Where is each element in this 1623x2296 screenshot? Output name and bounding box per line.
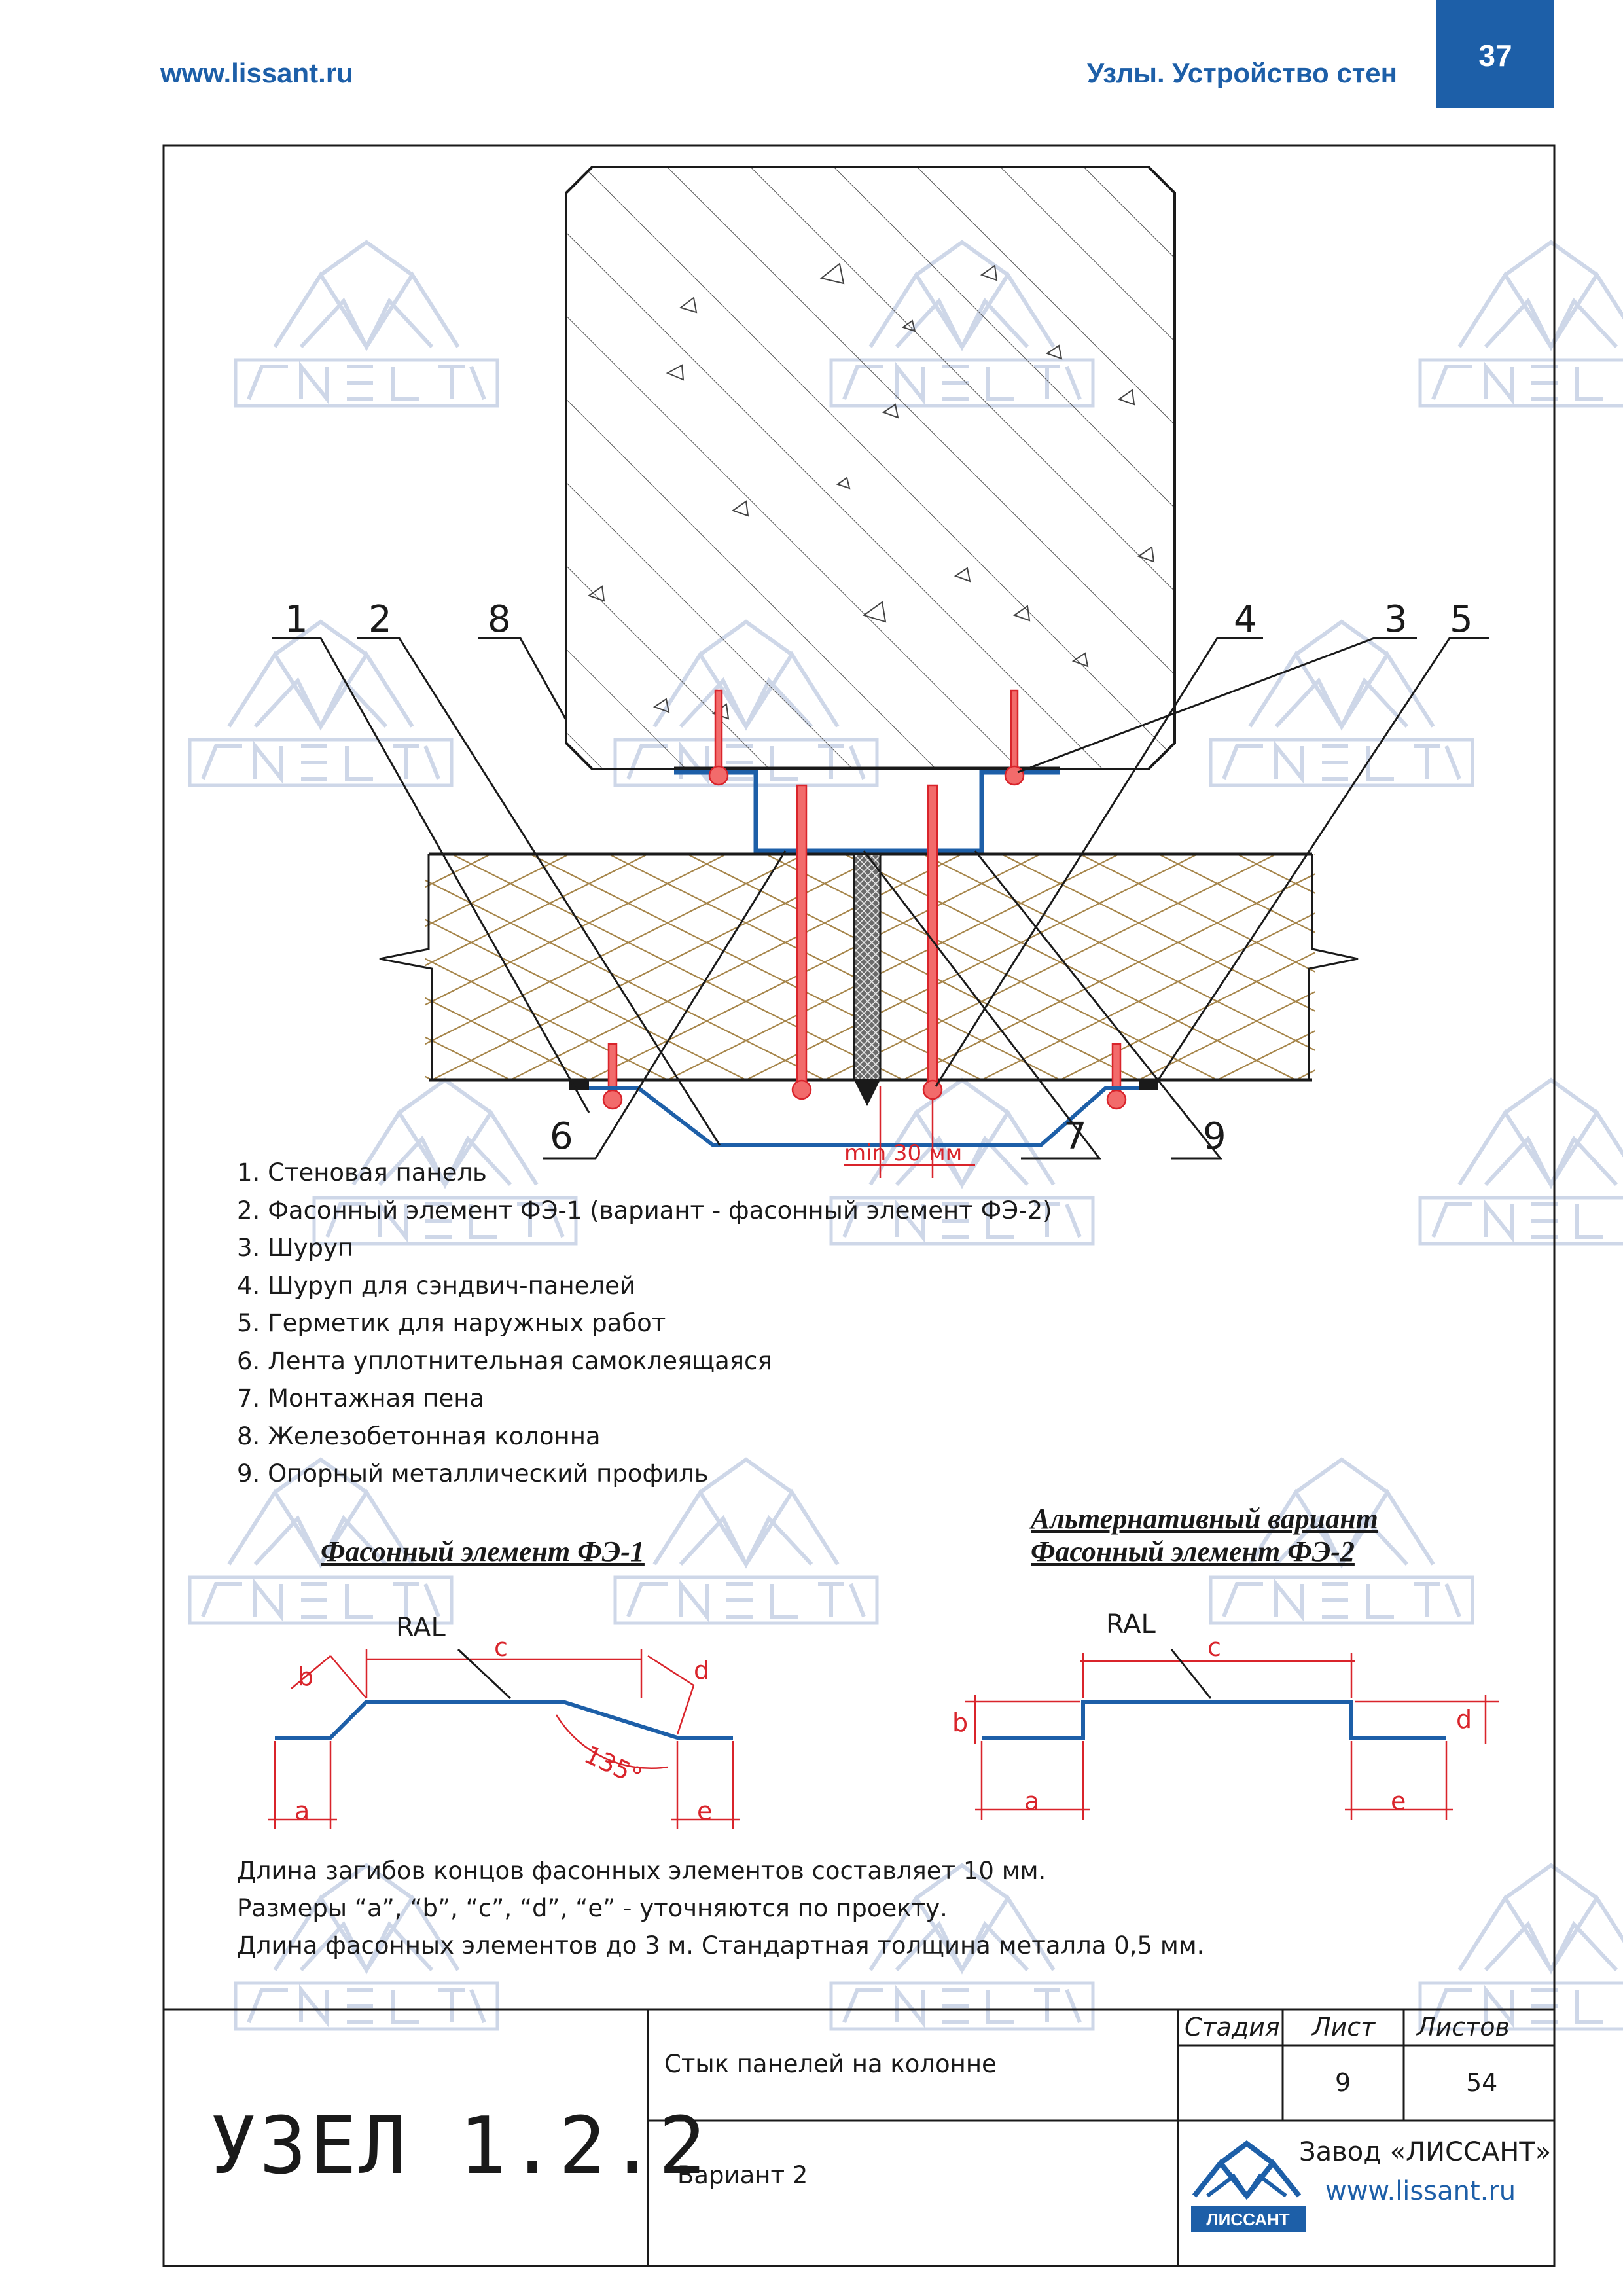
legend-item: 7. Монтажная пена — [237, 1384, 485, 1412]
sheet-frame — [162, 144, 1556, 2267]
support-profile — [674, 770, 1060, 853]
legend-item: 6. Лента уплотнительная самоклеящаяся — [237, 1346, 772, 1375]
notes: Длина загибов концов фасонных элементов … — [237, 1852, 1204, 1964]
fe2-title-line1: Альтернативный вариант — [1031, 1503, 1378, 1535]
leader-lines — [272, 637, 1489, 1160]
site-url[interactable]: www.lissant.ru — [160, 58, 353, 88]
callout-2: 2 — [368, 598, 392, 641]
note-line: Размеры “a”, “b”, “c”, “d”, “e” - уточня… — [237, 1894, 948, 1922]
stage-label: Стадия — [1185, 2013, 1280, 2041]
sheet-value: 9 — [1335, 2068, 1351, 2097]
title-block — [164, 2008, 1554, 2266]
callout-6: 6 — [550, 1115, 573, 1158]
callout-4: 4 — [1234, 598, 1257, 641]
callout-5: 5 — [1450, 598, 1473, 641]
section-title: Узлы. Устройство стен — [1087, 58, 1397, 88]
callout-1: 1 — [285, 598, 308, 641]
fe2-dim-b: b — [952, 1708, 968, 1737]
sheets-value: 54 — [1466, 2068, 1498, 2097]
company-site[interactable]: www.lissant.ru — [1325, 2176, 1516, 2206]
variant-label: Вариант 2 — [677, 2161, 808, 2189]
fe1-title: Фасонный элемент ФЭ-1 — [321, 1535, 645, 1568]
min-dimension — [844, 1086, 975, 1178]
callout-numbers: 1 2 8 4 3 5 6 7 9 — [285, 598, 1473, 1158]
fe2-title-line2: Фасонный элемент ФЭ-2 — [1031, 1535, 1355, 1568]
flashing-fe1 — [576, 1086, 1158, 1147]
concrete-column — [565, 166, 1176, 770]
callout-3: 3 — [1384, 598, 1408, 641]
logo-text: ЛИССАНТ — [1206, 2210, 1289, 2229]
fe1-dim-e: e — [697, 1797, 712, 1825]
screws — [602, 689, 1127, 1110]
page-number: 37 — [1436, 0, 1554, 108]
legend-item: 8. Железобетонная колонна — [237, 1422, 601, 1450]
legend-item: 5. Герметик для наружных работ — [237, 1309, 666, 1337]
fe1-dim-d: d — [694, 1656, 709, 1685]
legend-item: 2. Фасонный элемент ФЭ-1 (вариант - фасо… — [237, 1196, 1052, 1225]
fe1-angle: 135° — [580, 1740, 647, 1791]
legend-item: 4. Шуруп для сэндвич-панелей — [237, 1271, 635, 1300]
note-line: Длина загибов концов фасонных элементов … — [237, 1857, 1046, 1885]
fe1-profile — [268, 1648, 740, 1829]
fe2-dim-e: e — [1391, 1787, 1406, 1816]
legend-item: 9. Опорный металлический профиль — [237, 1460, 709, 1488]
legend-item: 3. Шуруп — [237, 1234, 354, 1262]
fe2-dim-d: d — [1456, 1705, 1472, 1734]
fe2-ral-label: RAL — [1106, 1609, 1156, 1640]
company-logo: ЛИССАНТ — [1191, 2140, 1306, 2232]
node-description: Стык панелей на колонне — [664, 2050, 997, 2078]
note-line: Длина фасонных элементов до 3 м. Стандар… — [237, 1931, 1205, 1960]
callout-7: 7 — [1063, 1115, 1087, 1158]
fe1-dim-a: a — [294, 1797, 310, 1825]
fe2-dim-a: a — [1024, 1787, 1039, 1816]
min-dimension-label: min 30 мм — [844, 1140, 962, 1166]
sheet-label: Лист — [1312, 2013, 1376, 2041]
node-title: УЗЕЛ 1.2.2 — [209, 2101, 709, 2192]
legend-list: 1. Стеновая панель 2. Фасонный элемент Ф… — [237, 1154, 1052, 1493]
company-name: Завод «ЛИССАНТ» — [1299, 2137, 1552, 2167]
fe2-profile — [965, 1649, 1499, 1820]
wall-panel — [379, 852, 1359, 1106]
legend-item: 1. Стеновая панель — [237, 1158, 487, 1187]
fe1-dim-b: b — [298, 1662, 313, 1691]
callout-9: 9 — [1203, 1115, 1226, 1158]
sheets-label: Листов — [1417, 2013, 1510, 2041]
callout-8: 8 — [488, 598, 511, 641]
fe1-ral-label: RAL — [396, 1613, 446, 1643]
fe1-dim-c: c — [494, 1633, 508, 1662]
fe2-dim-c: c — [1207, 1633, 1221, 1662]
